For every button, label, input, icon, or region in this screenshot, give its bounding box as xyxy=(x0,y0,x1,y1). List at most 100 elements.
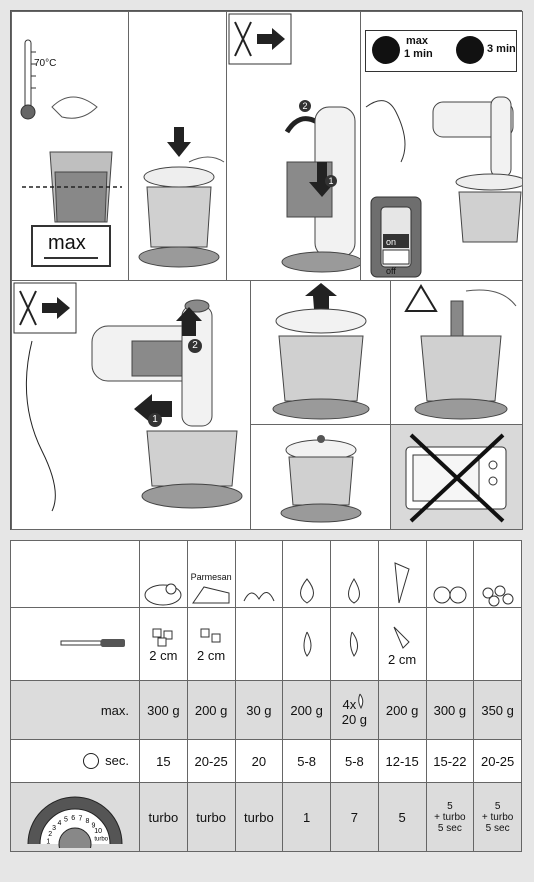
sec-walnuts: 15-22 xyxy=(425,739,475,783)
bowl-max-mark: max xyxy=(48,232,86,254)
speed-hazelnuts-duration: 5 sec xyxy=(485,822,510,834)
temperature-label: 70°C xyxy=(34,58,57,69)
herbs-icon xyxy=(243,592,275,602)
step-2-marker: 2 xyxy=(299,100,311,112)
dial-number: 3 xyxy=(52,825,56,832)
dial-number: 9 xyxy=(91,822,95,829)
dial-number: 2 xyxy=(48,831,52,838)
garlic-clove-icon xyxy=(350,631,359,657)
panel-attach-motor: 2 1 xyxy=(226,11,361,281)
speed-meat: turbo xyxy=(139,782,188,852)
sec-herbs: 20 xyxy=(234,739,284,783)
knife-icon-cell xyxy=(10,607,140,681)
pause-time: 3 min xyxy=(487,43,516,55)
hazelnuts-icon xyxy=(482,585,514,607)
speed-walnuts-level: 5 xyxy=(447,800,453,812)
food-garlic xyxy=(330,540,379,608)
food-onion xyxy=(282,540,331,608)
dial-number: 7 xyxy=(79,815,83,822)
sec-hazelnuts: 20-25 xyxy=(473,739,522,783)
cut-herbs xyxy=(234,607,284,681)
max-walnuts: 300 g xyxy=(425,680,475,740)
dial-number: 4 xyxy=(57,819,61,826)
pause-icon xyxy=(456,36,484,64)
panel-no-microwave xyxy=(390,424,523,530)
no-microwave-illustration xyxy=(405,433,507,523)
sec-meat: 15 xyxy=(139,739,188,783)
max-herbs: 30 g xyxy=(234,680,284,740)
sec-label: sec. xyxy=(105,752,129,768)
cut-meat: 2 cm xyxy=(139,607,188,681)
panel-storage-lid xyxy=(250,424,391,530)
cubes-icon xyxy=(152,628,173,646)
max-garlic-weight: 20 g xyxy=(341,712,368,727)
place-lid-illustration xyxy=(138,127,225,268)
speed-walnuts-turbo: + turbo xyxy=(434,811,466,823)
step-2-marker-b: 2 xyxy=(188,339,202,353)
dial-number: 10 xyxy=(94,828,102,835)
sec-onion: 5-8 xyxy=(282,739,331,783)
food-parmesan: Parmesan xyxy=(186,540,236,608)
max-run-label: max xyxy=(406,35,429,47)
play-icon xyxy=(372,36,400,64)
onion-quarter-icon xyxy=(303,631,312,657)
step-1-marker: 1 xyxy=(325,175,337,187)
max-label: max. xyxy=(10,680,140,740)
cut-onion xyxy=(282,607,331,681)
dial-number: 5 xyxy=(64,816,68,823)
panel-remove-motor: 2 1 xyxy=(11,280,251,530)
run-time-box: max 1 min 3 min xyxy=(365,30,517,72)
row1-header xyxy=(10,540,140,608)
sec-parmesan: 20-25 xyxy=(186,739,236,783)
dial-number: 8 xyxy=(85,818,89,825)
max-garlic-count: 4x xyxy=(342,697,357,712)
dial-turbo-label: turbo xyxy=(94,836,108,842)
max-carrot: 200 g xyxy=(377,680,427,740)
storage-lid-illustration xyxy=(280,435,362,523)
switch-on-label: on xyxy=(386,237,397,247)
panel-place-lid xyxy=(128,11,227,281)
cut-hazelnuts xyxy=(473,607,522,681)
panel-remove-blade xyxy=(390,280,523,425)
clock-icon xyxy=(83,753,100,770)
panel-max-temperature: 70°C max xyxy=(11,11,129,281)
speed-walnuts-duration: 5 sec xyxy=(437,822,462,834)
sec-header: sec. xyxy=(10,739,140,783)
operate-illustration xyxy=(365,96,522,278)
cut-meat-size: 2 cm xyxy=(149,647,178,663)
max-hazelnuts: 350 g xyxy=(473,680,522,740)
table-row-seconds: sec. 15 20-25 20 5-8 5-8 12-15 15-22 20-… xyxy=(10,739,522,783)
walnuts-icon xyxy=(433,586,467,604)
cut-parmesan-size: 2 cm xyxy=(197,647,226,663)
switch-off-label: off xyxy=(386,266,396,276)
knife-icon xyxy=(60,638,125,647)
lift-lid-illustration xyxy=(272,283,370,420)
food-herbs xyxy=(234,540,284,608)
table-row-cut-size: 2 cm 2 cm 2 cm xyxy=(10,607,522,681)
food-hazelnuts xyxy=(473,540,522,608)
max-run-time: 1 min xyxy=(404,48,433,60)
sec-carrot: 12-15 xyxy=(377,739,427,783)
garlic-icon xyxy=(348,578,361,604)
food-carrot xyxy=(377,540,427,608)
cheese-icon xyxy=(192,586,230,604)
remove-blade-illustration xyxy=(404,284,517,420)
speed-garlic: 7 xyxy=(330,782,379,852)
onion-icon xyxy=(299,578,314,604)
carrot-pieces-icon xyxy=(393,626,410,649)
speed-hazelnuts-level: 5 xyxy=(494,800,501,812)
cut-carrot: 2 cm xyxy=(377,607,427,681)
cut-parmesan: 2 cm xyxy=(186,607,236,681)
food-meat xyxy=(139,540,188,608)
processing-table: Parmesan 2 cm 2 cm 2 cm max. 300 g 200 g… xyxy=(10,540,522,860)
sec-garlic: 5-8 xyxy=(330,739,379,783)
cheese-cubes-icon xyxy=(200,628,221,642)
max-parmesan: 200 g xyxy=(186,680,236,740)
garlic-clove-small-icon xyxy=(358,693,364,710)
remove-motor-illustration xyxy=(13,282,243,512)
